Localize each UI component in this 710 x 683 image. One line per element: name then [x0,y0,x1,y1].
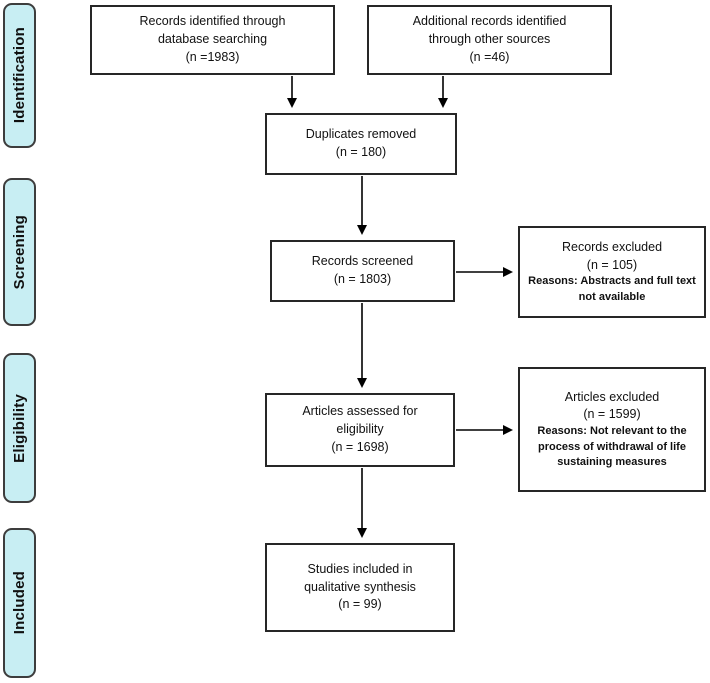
box-duplicates-removed: Duplicates removed (n = 180) [265,113,457,175]
box-reason-line: process of withdrawal of life [538,440,686,453]
stage-eligibility: Eligibility [3,353,36,503]
box-text-line: Studies included in [307,561,413,576]
box-records-excluded: Records excluded (n = 105) Reasons: Abst… [518,226,706,318]
box-text-line: Articles assessed for [302,404,418,419]
box-text-line: Records screened [311,254,414,269]
stage-eligibility-label: Eligibility [11,393,28,463]
box-reason-line: Reasons: Abstracts and full text [528,275,696,288]
box-records-identified-database: Records identified through database sear… [90,5,335,75]
box-reason-line: Reasons: Not relevant to the [537,425,687,438]
box-articles-assessed: Articles assessed for eligibility (n = 1… [265,393,455,467]
box-text-line: Records identified through [139,14,286,29]
box-text-line: database searching [157,32,268,47]
box-count: (n = 1803) [333,272,392,286]
box-count: (n = 99) [338,597,382,612]
box-count: (n = 180) [335,145,387,159]
box-reason-line: sustaining measures [557,455,667,468]
box-count: (n =46) [469,49,510,64]
stage-identification-label: Identification [11,27,28,124]
box-text-line: Records excluded [561,239,663,254]
box-articles-excluded: Articles excluded (n = 1599) Reasons: No… [518,367,706,492]
stage-screening: Screening [3,178,36,326]
box-text-line: through other sources [428,32,551,47]
box-reason-line: not available [578,290,646,303]
box-text-line: Additional records identified [412,14,567,29]
box-text-line: eligibility [336,422,384,437]
box-studies-included: Studies included in qualitative synthesi… [265,543,455,632]
box-count: (n = 105) [586,257,638,272]
stage-screening-label: Screening [11,214,28,290]
box-count: (n = 1599) [583,407,641,422]
stage-included-label: Included [11,571,28,635]
stage-identification: Identification [3,3,36,148]
box-records-screened: Records screened (n = 1803) [270,240,455,302]
box-additional-records: Additional records identified through ot… [367,5,612,75]
box-count: (n =1983) [185,49,240,64]
stage-included: Included [3,528,36,678]
box-text-line: Duplicates removed [305,127,417,142]
box-text-line: Articles excluded [564,389,660,404]
box-count: (n = 1698) [331,439,389,454]
box-text-line: qualitative synthesis [304,579,416,594]
